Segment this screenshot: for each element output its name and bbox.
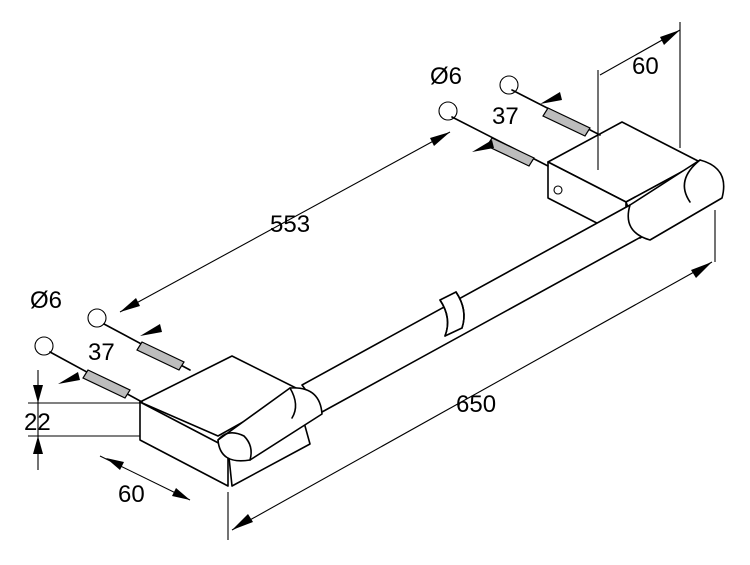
right-anchor-upper [499,75,601,137]
label-37-left: 37 [88,339,115,366]
label-37-right: 37 [492,103,519,130]
label-60-right: 60 [632,53,659,80]
dimension-650: 650 [227,210,716,540]
dimension-22: 22 [24,370,140,470]
label-diameter-right: Ø6 [430,63,462,90]
dimension-60-right: 60 [597,22,681,170]
right-end-cap [627,159,725,241]
label-650: 650 [456,391,496,418]
left-end-cap [217,387,323,462]
label-22: 22 [24,409,51,436]
left-anchor-upper [87,308,191,371]
dimension-60-left: 60 [99,455,191,508]
label-diameter-left: Ø6 [30,287,62,314]
handle-bar [301,204,651,413]
label-553: 553 [270,211,310,238]
dimension-553: 553 [119,131,451,313]
dimension-37-right: 37 [472,92,562,152]
label-60-left: 60 [118,481,145,508]
left-anchor-lower [34,336,143,403]
dimension-37-left: 37 [58,324,162,384]
